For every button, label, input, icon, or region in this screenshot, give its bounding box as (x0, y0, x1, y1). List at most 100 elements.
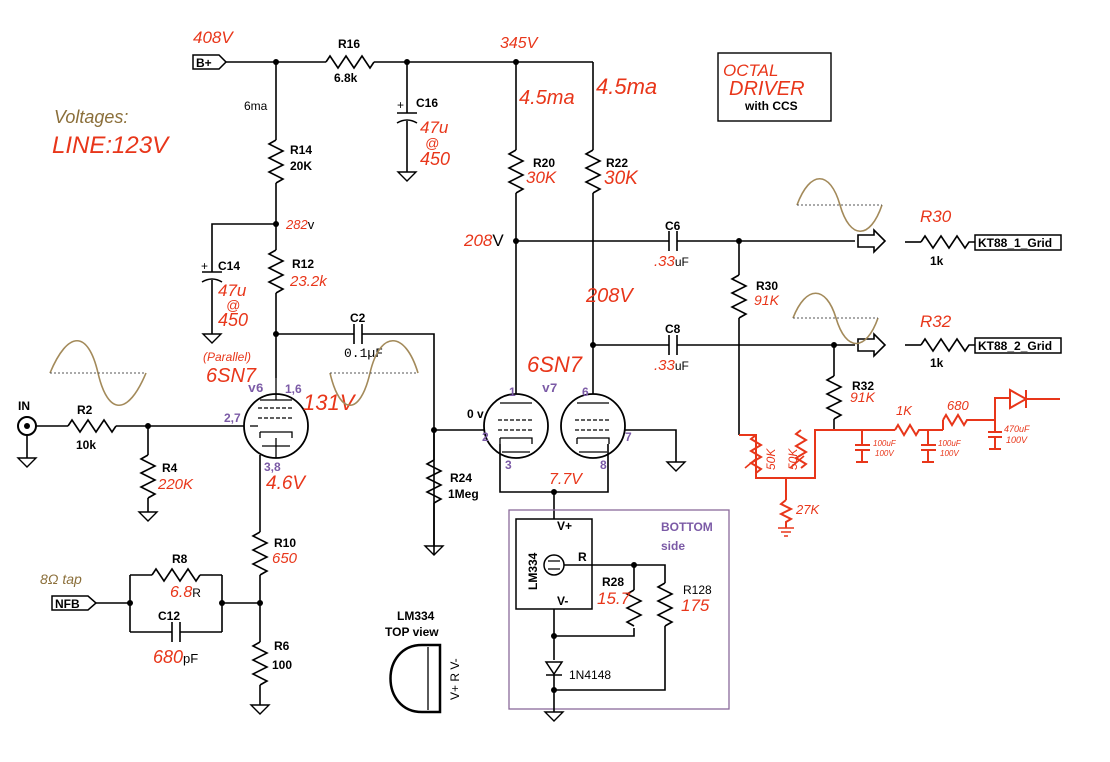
c14-at: @ (226, 297, 240, 313)
ccs-vplus: V+ (557, 519, 572, 533)
r12-value: 23.2k (289, 273, 328, 290)
c16-at: @ (425, 135, 439, 151)
r20-value: 30K (526, 168, 557, 187)
c6-name: C6 (665, 219, 681, 233)
r8-value: 6.8R (170, 584, 201, 601)
bias-c470: 470uF (1004, 424, 1030, 434)
r128-name: R128 (683, 583, 712, 597)
bias-c100b-v: 100V (940, 449, 959, 458)
c2-value: 0.1µF (344, 346, 383, 361)
c16-name: C16 (416, 96, 438, 110)
r22-value: 30K (604, 168, 639, 189)
r30-out-value: 1k (930, 254, 944, 268)
kt88-2-grid: KT88_2_Grid (978, 339, 1052, 353)
arrow-out-2 (857, 332, 887, 358)
c8-name: C8 (665, 322, 681, 336)
nfb-label: NFB (55, 597, 80, 611)
r32-out-value: 1k (930, 356, 944, 370)
svg-text:+: + (201, 259, 208, 273)
r6-name: R6 (274, 639, 290, 653)
node-408v: 408V (193, 28, 234, 47)
lm334-top-b: TOP view (385, 625, 439, 639)
current-r22: 4.5ma (596, 74, 657, 99)
input-label: IN (18, 399, 30, 413)
r30-out-name: R30 (920, 207, 952, 226)
v7-pin-7: 7 (625, 430, 632, 444)
ccs-vminus: V- (557, 594, 568, 608)
r4-value: 220K (157, 476, 194, 493)
node-0v: 0 v (467, 407, 484, 421)
node-7-7v: 7.7V (549, 471, 583, 488)
pot-a: 50K (764, 448, 778, 470)
c14-voltage: 450 (218, 310, 248, 330)
bias-c100b: 100uF (938, 439, 962, 448)
r30-name: R30 (756, 279, 778, 293)
bplus-terminal: B+ (192, 54, 228, 70)
r30-value: 91K (754, 292, 780, 308)
r24-value: 1Meg (448, 487, 479, 501)
v6-note: (Parallel) (203, 350, 251, 364)
title-line2: DRIVER (729, 78, 805, 100)
r24-name: R24 (450, 471, 472, 485)
bias-680: 680 (947, 398, 969, 413)
node-131v: 131V (303, 390, 357, 415)
bplus-label: B+ (196, 56, 212, 70)
node-282: 282v (285, 217, 315, 232)
v6-pin-grid: 2,7 (224, 411, 241, 425)
v7-pin-8: 8 (600, 458, 607, 472)
node-345v: 345V (500, 35, 539, 52)
ccs-r: R (578, 550, 587, 564)
c16-voltage: 450 (420, 149, 450, 169)
c12-name: C12 (158, 609, 180, 623)
r16-name: R16 (338, 37, 360, 51)
c12-value: 680pF (153, 647, 198, 667)
tap-note: 8Ω tap (40, 571, 82, 587)
v7-pin-3: 3 (505, 458, 512, 472)
line-voltage: LINE:123V (52, 132, 170, 159)
c6-value: .33uF (654, 253, 689, 270)
voltages-heading: Voltages: (54, 107, 128, 127)
ccs-chip-name: LM334 (526, 552, 540, 590)
arrow-out-1 (857, 228, 887, 254)
v7-name: v7 (542, 381, 558, 396)
c2-name: C2 (350, 311, 366, 325)
v7-type: 6SN7 (527, 352, 583, 377)
r14-name: R14 (290, 143, 312, 157)
v6-pin-plate: 1,6 (285, 382, 302, 396)
lm334-pins: V+ R V- (448, 658, 462, 700)
bias-27k: 27K (795, 502, 820, 517)
pot-b: 50K (786, 448, 800, 470)
ccs-bottom-a: BOTTOM (661, 520, 713, 534)
r8-name: R8 (172, 552, 188, 566)
ccs-box (508, 509, 730, 710)
title-line1: OCTAL (723, 61, 778, 80)
node-208-right: 208V (585, 285, 634, 307)
r32-value: 91K (850, 389, 876, 405)
node-208-left: 208V (463, 231, 504, 250)
v6-type: 6SN7 (206, 365, 257, 387)
r14-value: 20K (290, 159, 312, 173)
c14-value: 47u (218, 281, 247, 300)
v7-pin-1: 1 (509, 385, 516, 399)
svg-text:+: + (397, 98, 404, 112)
r10-name: R10 (274, 536, 296, 550)
c8-value: .33uF (654, 357, 689, 374)
v7-pin-6: 6 (582, 385, 589, 399)
v6-pin-cathode: 3,8 (264, 460, 281, 474)
r4-name: R4 (162, 461, 178, 475)
ccs-bottom-b: side (661, 539, 685, 553)
bias-c100a-v: 100V (875, 449, 894, 458)
diode-name: 1N4148 (569, 668, 611, 682)
tube-v7 (483, 393, 626, 459)
v7-pin-2: 2 (482, 430, 489, 444)
node-4-6v: 4.6V (266, 473, 307, 494)
title-line3: with CCS (744, 99, 798, 113)
r10-value: 650 (272, 550, 298, 567)
r6-value: 100 (272, 658, 292, 672)
r32-out-name: R32 (920, 312, 952, 331)
c16-value: 47u (420, 118, 449, 137)
nfb-terminal: NFB (51, 595, 98, 611)
c14-name: C14 (218, 259, 240, 273)
tube-v6 (243, 378, 309, 459)
